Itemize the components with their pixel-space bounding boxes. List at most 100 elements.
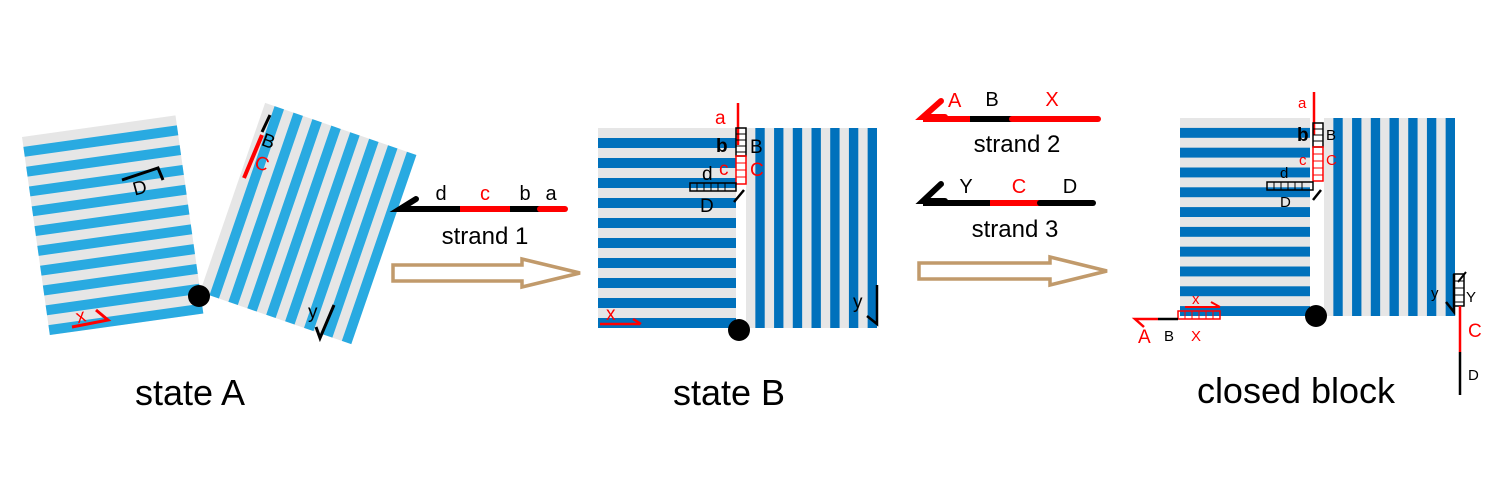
stripe [598,138,736,148]
stripe [598,278,736,288]
state-b-label-b: b [716,136,728,157]
strand-3-label-Y: Y [959,176,972,198]
stripe [1445,118,1455,316]
stripe [1333,118,1343,316]
closed-hinge-dot [1305,305,1327,327]
closed-label-a: a [1298,95,1307,112]
stripe [598,198,736,208]
state-b-label-a: a [715,108,726,129]
stripe [1352,118,1362,316]
stripe [598,158,736,168]
closed-label-y: y [1431,285,1439,302]
strand-1-label-d: d [435,183,446,205]
caption-closed-block: closed block [1197,370,1396,411]
transition-arrow-2 [917,254,1108,288]
stripe [1180,167,1310,178]
stripe [31,184,187,217]
closed-strand-A-hook [1131,317,1158,328]
stripe [598,258,736,268]
closed-label-B: B [1326,127,1336,144]
state-a-d-hairpin [121,166,165,182]
state-b-ladder-d [689,182,737,192]
stripe [792,128,803,328]
closed-label-C2: C [1468,321,1482,342]
state-b-label-C: C [750,160,764,181]
state-a-right-tile [200,102,417,345]
closed-label-D2: D [1468,367,1479,384]
stripe [304,138,379,332]
stripe [1180,266,1310,277]
closed-label-Y: Y [1466,289,1476,306]
closed-label-A: A [1138,327,1151,348]
strand-2-name: strand 2 [974,131,1061,158]
closed-left-tile [1180,118,1310,316]
state-a-c-strand [242,134,264,179]
stripe [598,218,736,228]
stripe [830,128,840,328]
state-b-label-D: D [700,196,714,217]
closed-label-b: b [1297,125,1309,146]
closed-label-B2: B [1164,328,1174,345]
state-b-label-c: c [719,159,729,180]
stripe [1408,118,1418,316]
strand-3-hook [915,181,948,204]
state-b-hinge-dot [728,319,750,341]
state-a-x-arrow [71,308,112,329]
stripe [1180,147,1310,158]
strand-2-label-A: A [948,90,962,112]
strand-1-label-c: c [480,183,490,205]
stripe [598,318,736,328]
state-a-label-y: y [308,302,318,323]
state-b-group: a b B c C d D x y state B [598,103,879,413]
stripe [598,298,736,308]
stripe [1180,207,1310,217]
stripe [42,263,198,296]
closed-ladder-c [1312,146,1324,182]
state-a-left-tile [22,115,204,336]
state-b-left-tile [598,128,736,328]
strand-2-label-B: B [985,89,998,111]
state-b-label-y: y [853,292,863,313]
strand-1-label-b: b [519,183,530,205]
stripe [755,128,765,328]
stripe [23,125,179,157]
closed-label-c: c [1299,152,1307,169]
stripe [322,145,398,338]
state-b-label-d: d [702,164,713,185]
closed-label-x: x [1192,291,1200,308]
closed-label-X: X [1191,328,1201,345]
strand-2-label-X: X [1045,89,1058,111]
state-b-y-hook [866,285,879,327]
closed-d-hook [1312,189,1322,201]
stripe [1426,118,1437,316]
caption-state-a: state A [135,372,245,413]
strand-2-group: A B X strand 2 [915,89,1101,158]
stripe [45,283,201,316]
stripe [598,238,736,248]
state-a-b-hairpin [260,114,272,133]
state-a-group: D x B C y state A [22,102,417,413]
closed-ladder-Y [1453,273,1465,307]
strand-3-name: strand 3 [972,216,1059,243]
stripe [266,125,341,319]
state-a-label-D: D [131,177,150,201]
stripe [1180,286,1310,297]
stripe [867,128,877,328]
strand-3-label-C: C [1012,176,1026,198]
stripe [1180,306,1310,316]
stripe [1180,187,1310,198]
stripe [37,224,193,256]
state-b-d-hook [733,189,745,203]
stripe [1389,118,1399,316]
strand-3-group: Y C D strand 3 [915,176,1096,243]
state-b-label-B: B [750,137,763,158]
stripe [40,244,195,276]
state-b-label-x: x [606,304,616,325]
stripe [1180,246,1310,257]
transition-arrow-1 [391,256,581,290]
state-b-right-tile [746,128,877,328]
closed-right-tile [1324,118,1455,316]
stripe [774,128,784,328]
stripe [209,106,285,299]
